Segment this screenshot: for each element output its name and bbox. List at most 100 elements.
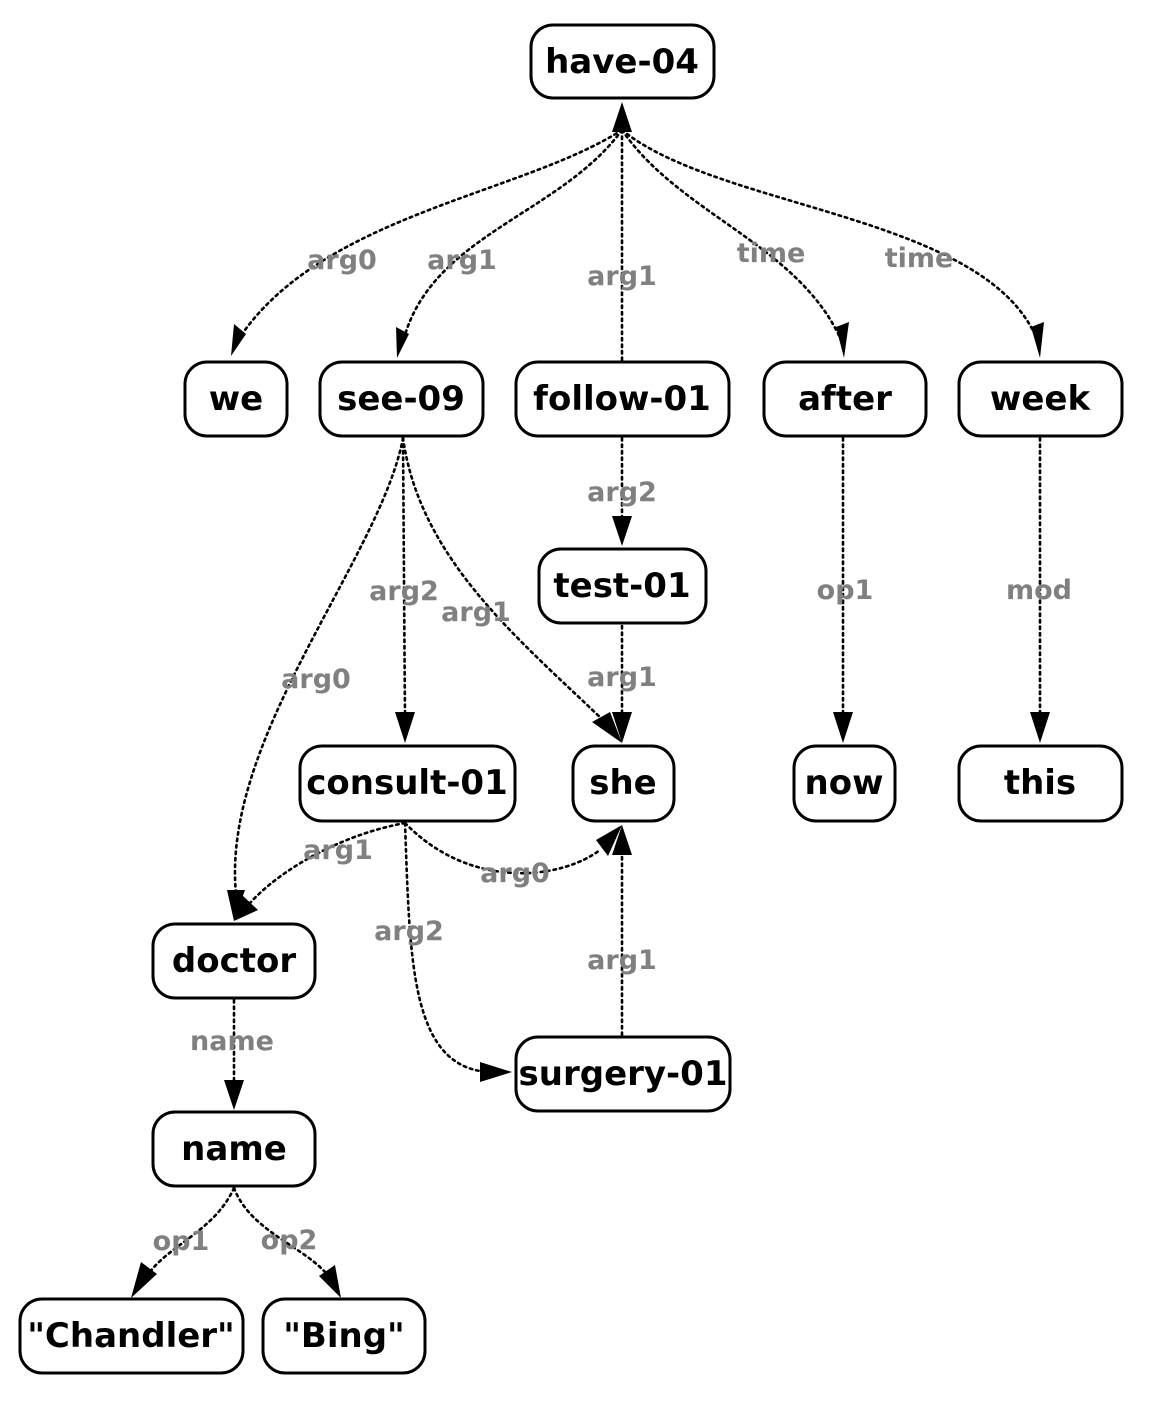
- edge-label-have-we: arg0: [307, 245, 377, 276]
- node-label: consult-01: [306, 763, 508, 803]
- node-now: now: [792, 744, 897, 823]
- nodes: have-04 we see-09 follow-01 after week t…: [18, 23, 1124, 1375]
- node-label: she: [589, 763, 657, 803]
- arrowhead-name: [224, 1080, 244, 1110]
- node-this: this: [957, 744, 1124, 823]
- node-box: [151, 1110, 317, 1188]
- node-label: after: [798, 379, 892, 419]
- node-box: [298, 744, 517, 823]
- node-label: test-01: [553, 566, 690, 606]
- edge-label-name-chandler: op1: [153, 1226, 210, 1257]
- node-box: [762, 360, 928, 438]
- node-label: follow-01: [533, 379, 711, 419]
- node-box: [18, 1297, 245, 1375]
- edge-label-have-week: time: [885, 243, 954, 274]
- node-she: she: [571, 744, 676, 823]
- edge-label-doctor-name: name: [190, 1026, 274, 1057]
- node-box: [183, 360, 289, 438]
- node-box: [514, 1035, 732, 1113]
- edge-label-have-see: arg1: [427, 245, 497, 276]
- node-label: this: [1004, 763, 1076, 803]
- arrowheads: [131, 102, 1050, 1298]
- node-label: "Bing": [283, 1316, 405, 1356]
- node-label: week: [990, 379, 1092, 419]
- node-label: "Chandler": [27, 1316, 235, 1356]
- edge-label-see-doctor: arg0: [281, 664, 351, 695]
- node-box: [529, 23, 716, 100]
- arrowhead-doctor-from-consult: [234, 895, 258, 921]
- node-box: [318, 360, 485, 438]
- arrowhead-she-from-surgery: [612, 825, 632, 855]
- node-label: doctor: [172, 941, 296, 981]
- edge-have-after: [620, 128, 844, 344]
- arrowhead-she-from-see: [592, 712, 622, 743]
- arrowhead-consult: [395, 712, 415, 743]
- edge-label-have-after: time: [737, 238, 806, 269]
- node-label: have-04: [545, 42, 699, 82]
- node-follow-01: follow-01: [514, 360, 731, 438]
- node-label: name: [181, 1129, 287, 1169]
- node-box: [957, 744, 1124, 823]
- node-box: [792, 744, 897, 823]
- edge-label-see-she: arg1: [441, 597, 511, 628]
- edge-label-week-this: mod: [1006, 575, 1072, 606]
- node-bing: "Bing": [261, 1297, 427, 1375]
- edge-consult-doctor: [248, 821, 407, 905]
- node-box: [151, 922, 317, 1000]
- arrowhead-surgery: [480, 1062, 512, 1082]
- node-chandler: "Chandler": [18, 1297, 245, 1375]
- arrowhead-we: [231, 324, 246, 356]
- edge-label-follow-test: arg2: [587, 477, 657, 508]
- arrowhead-bing: [319, 1265, 341, 1298]
- node-week: week: [957, 360, 1124, 438]
- edge-have-we: [236, 128, 624, 342]
- node-see-09: see-09: [318, 360, 485, 438]
- edge-have-week: [620, 128, 1040, 344]
- edge-label-surgery-she: arg1: [587, 945, 657, 976]
- edge-label-consult-she: arg0: [480, 858, 550, 889]
- arrowhead-week: [1031, 322, 1044, 358]
- edge-label-consult-doctor: arg1: [303, 835, 373, 866]
- node-box: [261, 1297, 427, 1375]
- edge-consult-she: [403, 821, 602, 875]
- edge-label-follow-have: arg1: [587, 261, 657, 292]
- arrowhead-after: [836, 322, 849, 358]
- node-label: surgery-01: [519, 1054, 728, 1094]
- arrowhead-see: [396, 327, 409, 358]
- node-we: we: [183, 360, 289, 438]
- edge-see-she: [401, 436, 607, 724]
- node-consult-01: consult-01: [298, 744, 517, 823]
- edge-label-after-now: op1: [817, 575, 874, 606]
- arrowhead-have: [612, 102, 632, 132]
- edges: [148, 128, 1042, 1274]
- edge-name-chandler: [148, 1186, 236, 1274]
- node-box: [537, 547, 708, 625]
- edge-label-test-she: arg1: [587, 662, 657, 693]
- edge-see-doctor: [233, 436, 405, 904]
- node-doctor: doctor: [151, 922, 317, 1000]
- node-test-01: test-01: [537, 547, 708, 625]
- arrowhead-test: [612, 516, 632, 546]
- edge-label-see-consult: arg2: [369, 576, 439, 607]
- edge-have-see: [401, 128, 624, 344]
- arrowhead-she-from-consult: [596, 825, 622, 856]
- arrowhead-chandler: [131, 1262, 157, 1298]
- node-box: [514, 360, 731, 438]
- node-after: after: [762, 360, 928, 438]
- arrowhead-now: [833, 712, 853, 743]
- node-label: we: [209, 379, 263, 419]
- edge-see-consult: [401, 436, 407, 722]
- arrowhead-she-from-test: [612, 712, 632, 743]
- node-label: see-09: [337, 379, 465, 419]
- edge-consult-surgery: [403, 821, 489, 1074]
- node-have-04: have-04: [529, 23, 716, 100]
- edge-label-consult-surgery: arg2: [374, 916, 444, 947]
- arrowhead-this: [1030, 712, 1050, 743]
- edge-labels: arg0 arg1 arg1 time time arg2 arg0 arg2 …: [153, 238, 1072, 1257]
- node-box: [957, 360, 1124, 438]
- node-surgery-01: surgery-01: [514, 1035, 732, 1113]
- node-name: name: [151, 1110, 317, 1188]
- arrowhead-doctor-from-see: [227, 890, 245, 921]
- node-label: now: [805, 763, 884, 803]
